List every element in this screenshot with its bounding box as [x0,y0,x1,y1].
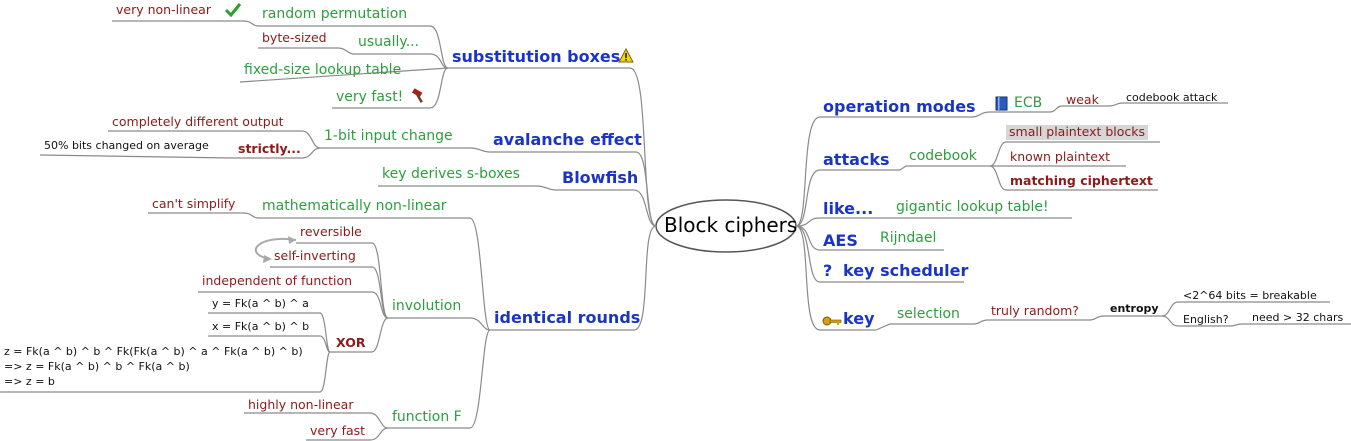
topic-substitution-boxes[interactable]: substitution boxes [452,47,621,66]
node-codebook[interactable]: codebook [909,148,977,164]
topic-key[interactable]: key [843,309,875,328]
topic-key-scheduler[interactable]: key scheduler [843,261,969,280]
node-need-32-chars[interactable]: need > 32 chars [1252,311,1344,324]
node-highly-non-linear[interactable]: highly non-linear [248,397,354,412]
node-eq-z3[interactable]: => z = b [4,375,55,388]
node-ecb[interactable]: ECB [1014,95,1043,111]
node-independent-of-function[interactable]: independent of function [202,273,353,288]
node-weak[interactable]: weak [1066,92,1099,107]
node-eq-z1[interactable]: z = Fk(a ^ b) ^ b ^ Fk(Fk(a ^ b) ^ a ^ F… [4,345,303,358]
node-key-derives-sboxes[interactable]: key derives s-boxes [382,166,520,182]
node-very-fast[interactable]: very fast! [336,89,404,105]
key-icon [822,312,842,331]
topic-like[interactable]: like... [823,199,874,218]
node-reversible[interactable]: reversible [300,224,362,239]
node-known-plaintext[interactable]: known plaintext [1010,149,1111,164]
node-truly-random[interactable]: truly random? [991,303,1079,318]
node-random-permutation[interactable]: random permutation [262,6,408,22]
topic-operation-modes[interactable]: operation modes [823,97,976,116]
node-very-non-linear[interactable]: very non-linear [116,2,211,17]
topic-avalanche-effect[interactable]: avalanche effect [493,130,642,149]
node-xor[interactable]: XOR [336,335,366,350]
node-strictly[interactable]: strictly... [238,141,301,156]
node-usually[interactable]: usually... [358,34,420,50]
node-small-plaintext-blocks[interactable]: small plaintext blocks [1006,125,1149,140]
node-completely-different-output[interactable]: completely different output [112,114,284,129]
hammer-icon [410,88,428,108]
node-english[interactable]: English? [1183,313,1229,326]
node-matching-ciphertext[interactable]: matching ciphertext [1010,173,1153,188]
warning-icon [618,47,634,67]
node-eq-x[interactable]: x = Fk(a ^ b) ^ b [212,320,310,333]
topic-aes[interactable]: AES [823,231,858,250]
node-mathematically-non-linear[interactable]: mathematically non-linear [262,198,447,214]
node-eq-z2[interactable]: => z = Fk(a ^ b) ^ b ^ Fk(a ^ b) [4,360,190,373]
node-fixed-size-lookup-table[interactable]: fixed-size lookup table [244,62,402,78]
node-self-inverting[interactable]: self-inverting [274,248,356,263]
node-rounds-very-fast[interactable]: very fast [310,423,366,438]
root-topic[interactable]: Block ciphers [664,213,798,237]
node-entropy[interactable]: entropy [1110,302,1159,315]
checkmark-icon [224,2,242,21]
question-icon: ? [823,261,833,280]
node-eq-y[interactable]: y = Fk(a ^ b) ^ a [212,297,309,310]
topic-identical-rounds[interactable]: identical rounds [494,308,641,327]
node-selection[interactable]: selection [897,306,960,322]
node-rijndael[interactable]: Rijndael [880,230,937,246]
node-1bit-input-change[interactable]: 1-bit input change [324,128,453,144]
topic-attacks[interactable]: attacks [823,150,890,169]
node-gigantic-lookup-table[interactable]: gigantic lookup table! [896,199,1049,215]
node-cant-simplify[interactable]: can't simplify [152,196,236,211]
book-icon [994,95,1010,115]
node-function-f[interactable]: function F [392,409,462,425]
topic-blowfish[interactable]: Blowfish [562,168,639,187]
node-byte-sized[interactable]: byte-sized [262,30,327,45]
node-breakable[interactable]: <2^64 bits = breakable [1183,289,1317,302]
node-involution[interactable]: involution [392,298,462,314]
node-50-percent[interactable]: 50% bits changed on average [44,139,209,152]
node-codebook-attack[interactable]: codebook attack [1126,91,1218,104]
